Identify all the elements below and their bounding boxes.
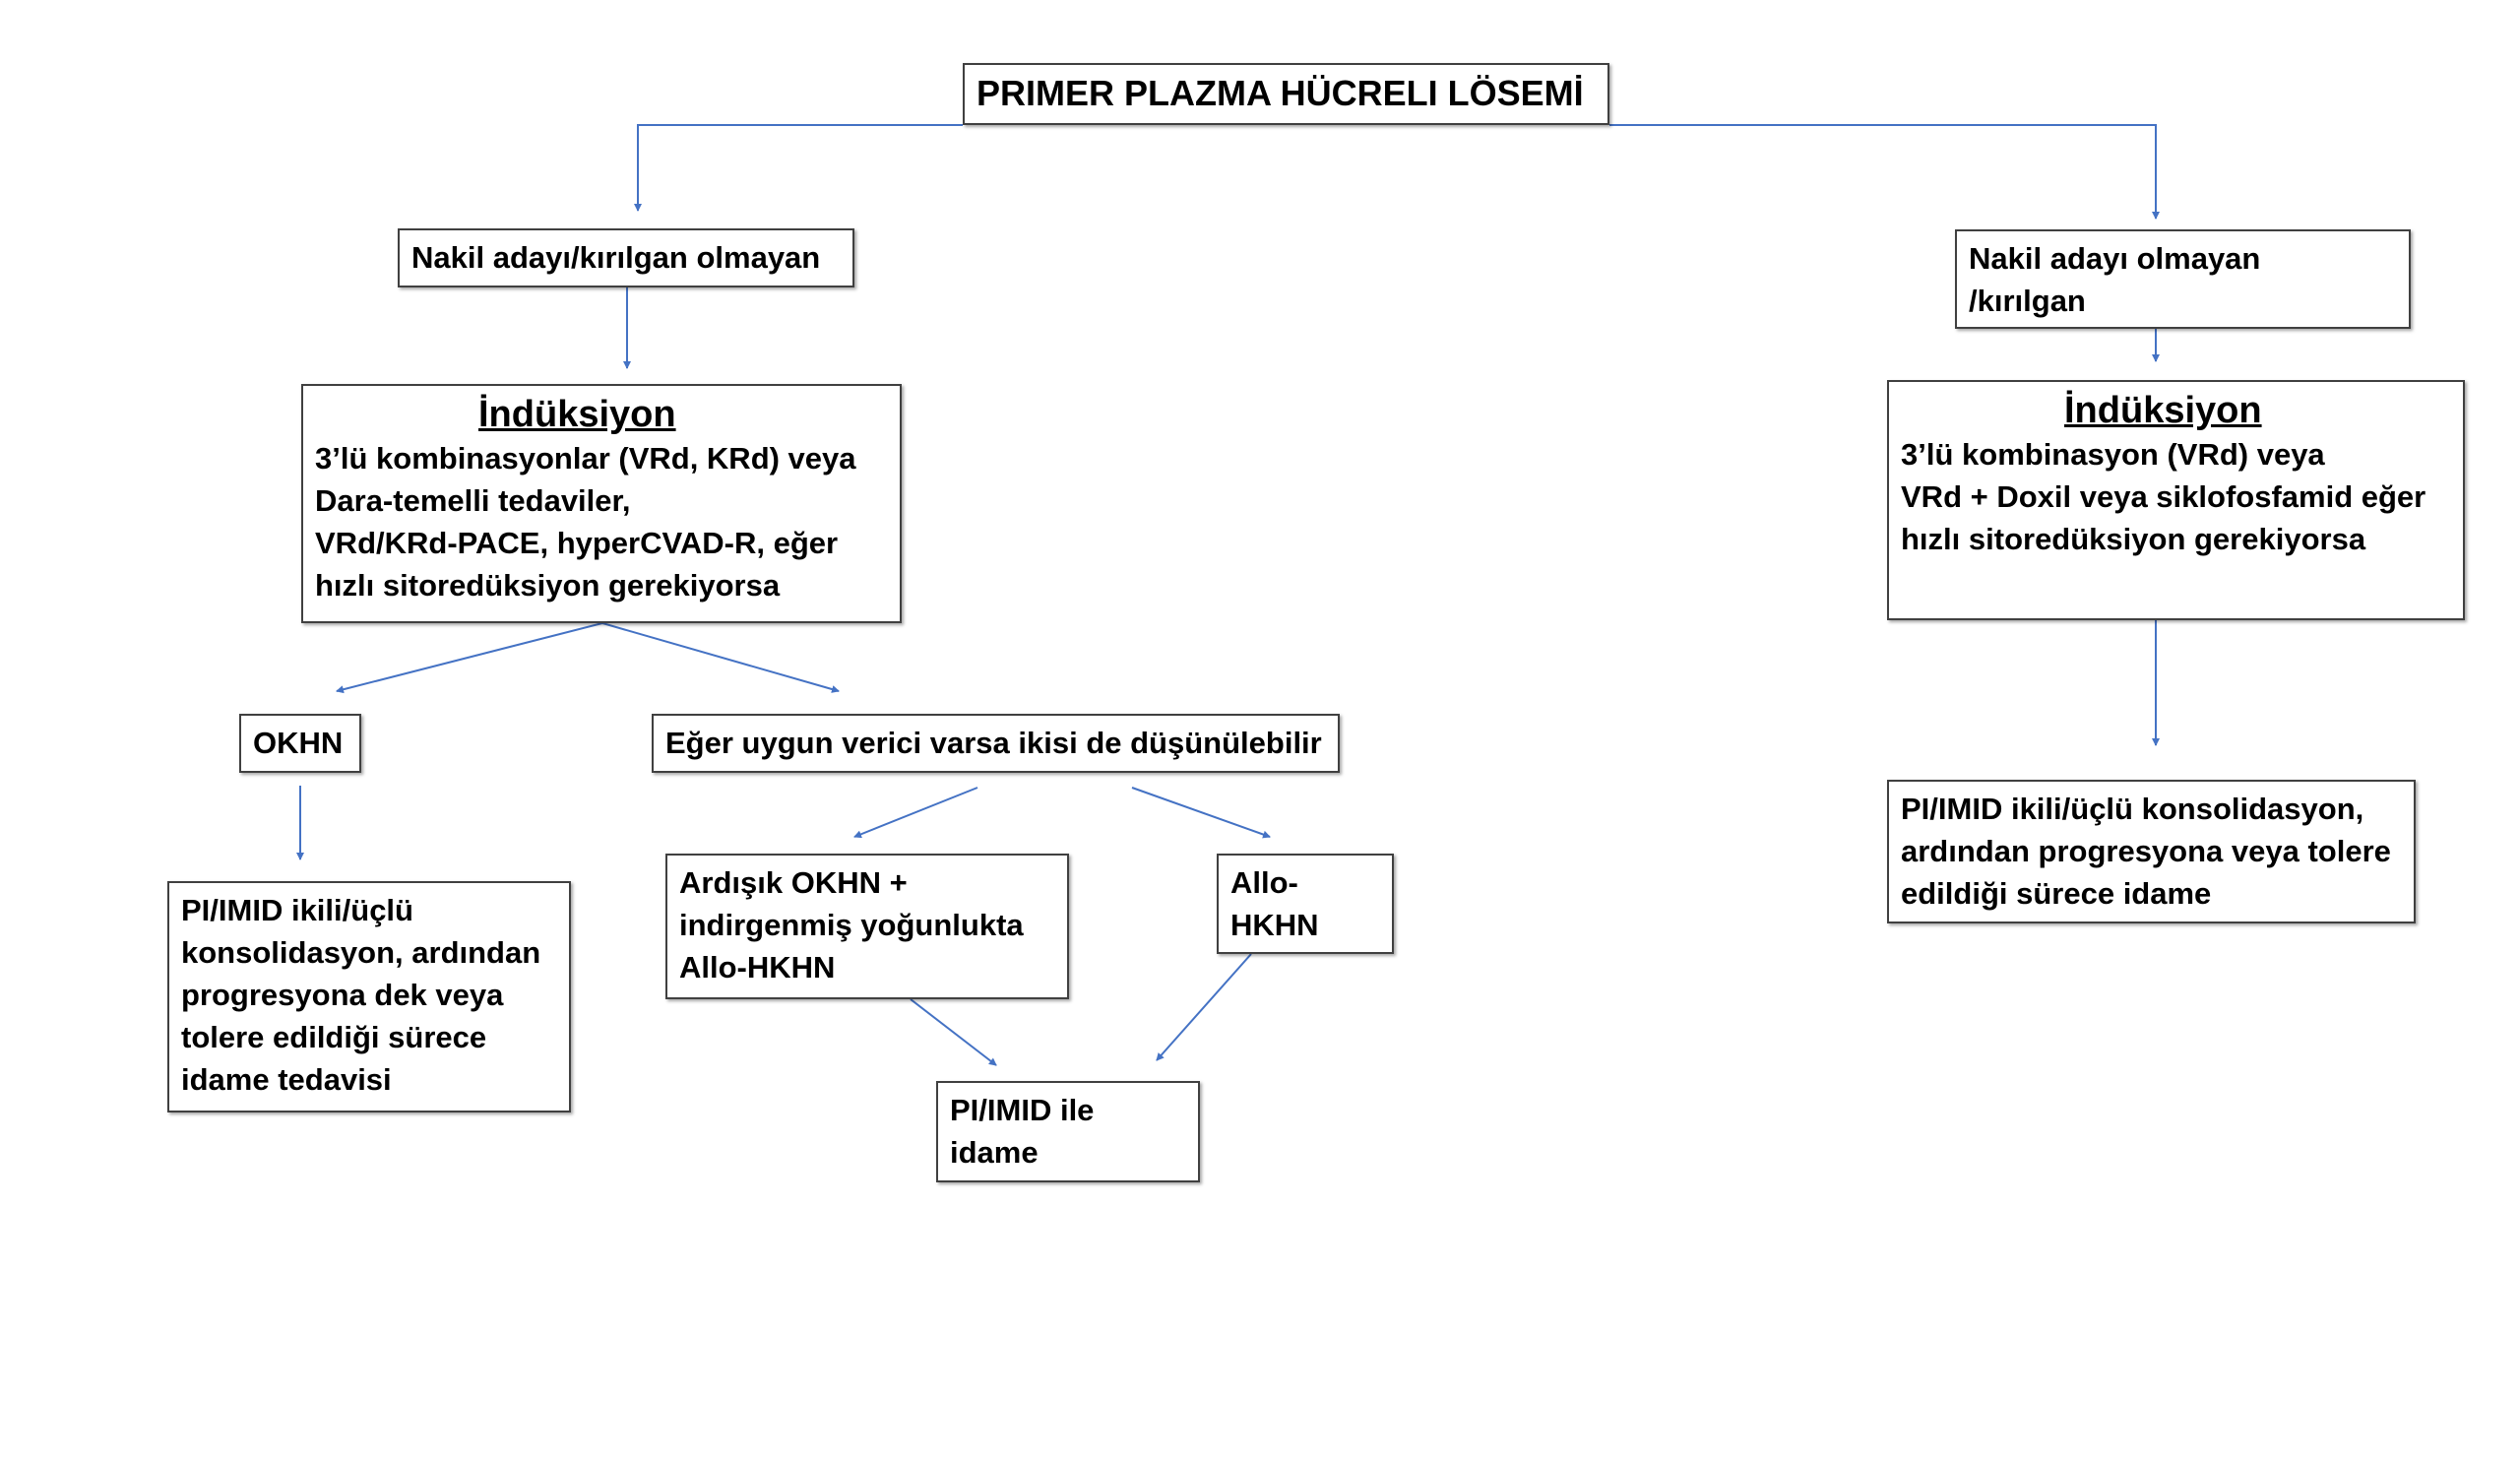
arrow-donor-to-allo <box>1131 787 1271 839</box>
transplant-ineligible-box: Nakil adayı olmayan /kırılgan <box>1955 229 2411 329</box>
arrow-induction-to-donor <box>601 622 840 693</box>
induction-right-heading: İndüksiyon <box>2064 390 2262 431</box>
induction-left-heading: İndüksiyon <box>478 394 676 435</box>
maintenance-box: PI/IMID ile idame <box>936 1081 1200 1182</box>
sequential-transplant-line: Allo-HKHN <box>679 950 836 985</box>
consolidation-right-line: PI/IMID ikili/üçlü konsolidasyon, <box>1901 792 2364 826</box>
diagram-title: PRIMER PLAZMA HÜCRELI LÖSEMİ <box>976 73 1584 113</box>
consolidation-left-line: tolere edildiği sürece <box>181 1020 487 1054</box>
maintenance-line: PI/IMID ile <box>950 1093 1095 1127</box>
transplant-eligible-box: Nakil adayı/kırılgan olmayan <box>398 228 854 287</box>
induction-left-line: hızlı sitoredüksiyon gerekiyorsa <box>315 568 781 603</box>
allo-hkhn-line: HKHN <box>1230 908 1319 942</box>
consolidation-left-line: PI/IMID ikili/üçlü <box>181 893 413 927</box>
allo-hkhn-box: Allo- HKHN <box>1217 854 1394 954</box>
sequential-transplant-line: Ardışık OKHN + <box>679 865 908 900</box>
transplant-ineligible-label-line: /kırılgan <box>1969 284 2086 318</box>
sequential-transplant-line: indirgenmiş yoğunlukta <box>679 908 1024 942</box>
arrow-title-to-left <box>634 124 963 212</box>
induction-right-line: hızlı sitoredüksiyon gerekiyorsa <box>1901 522 2366 556</box>
donor-option-box: Eğer uygun verici varsa ikisi de düşünül… <box>652 714 1340 773</box>
okhn-label: OKHN <box>253 726 344 760</box>
arrow-induction-to-okhn <box>336 622 603 694</box>
arrow-allo-to-maintenance <box>1156 953 1252 1061</box>
consolidation-right-line: ardından progresyona veya tolere <box>1901 834 2391 868</box>
induction-right-line: 3’lü kombinasyon (VRd) veya <box>1901 437 2325 472</box>
consolidation-right-box: PI/IMID ikili/üçlü konsolidasyon, ardınd… <box>1887 780 2416 923</box>
consolidation-left-line: progresyona dek veya <box>181 978 504 1012</box>
consolidation-left-line: idame tedavisi <box>181 1062 392 1097</box>
sequential-transplant-box: Ardışık OKHN + indirgenmiş yoğunlukta Al… <box>665 854 1069 999</box>
transplant-eligible-label: Nakil adayı/kırılgan olmayan <box>411 240 821 275</box>
maintenance-line: idame <box>950 1135 1039 1170</box>
transplant-ineligible-label-line: Nakil adayı olmayan <box>1969 241 2261 276</box>
induction-right-box: İndüksiyon 3’lü kombinasyon (VRd) veya V… <box>1887 380 2465 620</box>
arrow-donor-to-sequential <box>853 787 978 839</box>
induction-left-line: VRd/KRd-PACE, hyperCVAD-R, eğer <box>315 526 839 560</box>
okhn-box: OKHN <box>239 714 361 773</box>
arrow-title-to-right <box>1609 124 2160 220</box>
induction-left-box: İndüksiyon 3’lü kombinasyonlar (VRd, KRd… <box>301 384 902 623</box>
title-box: PRIMER PLAZMA HÜCRELI LÖSEMİ <box>963 63 1609 125</box>
induction-left-line: Dara-temelli tedaviler, <box>315 483 631 518</box>
donor-option-label: Eğer uygun verici varsa ikisi de düşünül… <box>665 726 1322 760</box>
allo-hkhn-line: Allo- <box>1230 865 1298 900</box>
consolidation-left-box: PI/IMID ikili/üçlü konsolidasyon, ardınd… <box>167 881 571 1112</box>
consolidation-left-line: konsolidasyon, ardından <box>181 935 541 970</box>
induction-right-line: VRd + Doxil veya siklofosfamid eğer <box>1901 479 2426 514</box>
induction-left-line: 3’lü kombinasyonlar (VRd, KRd) veya <box>315 441 856 476</box>
arrow-sequential-to-maintenance <box>910 998 997 1066</box>
consolidation-right-line: edildiği sürece idame <box>1901 876 2212 911</box>
